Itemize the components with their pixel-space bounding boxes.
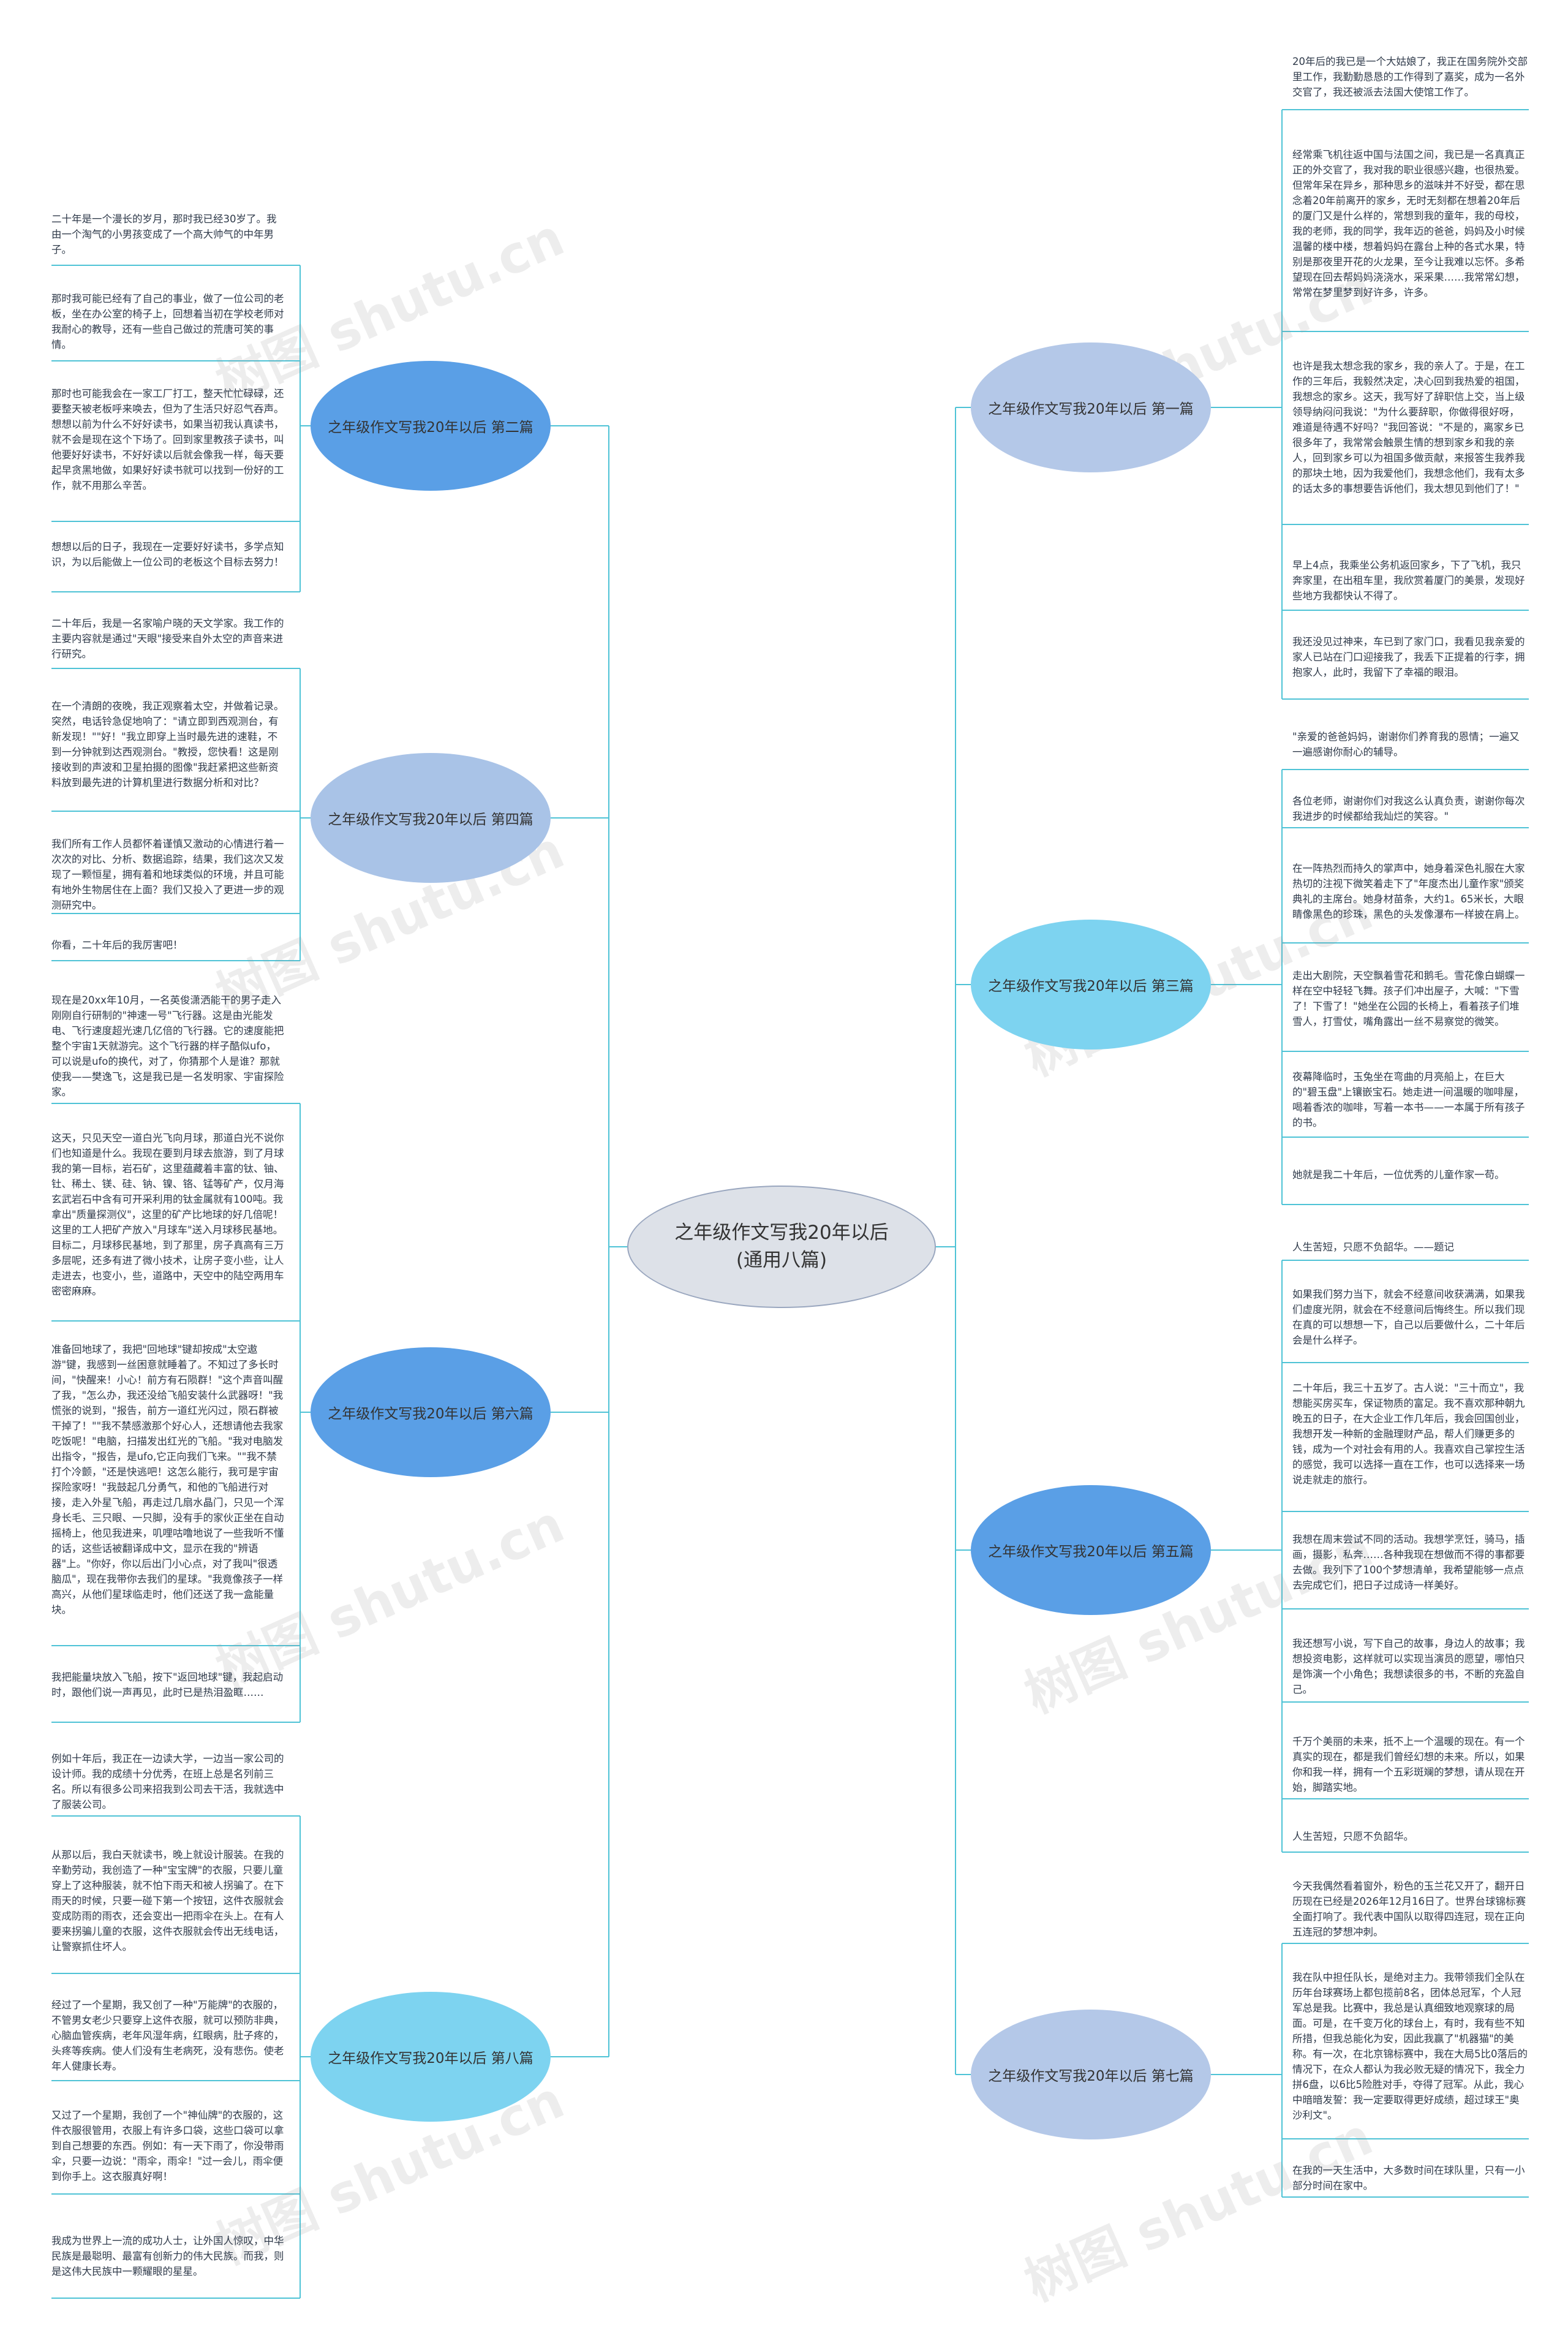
branch-topic[interactable]: 之年级作文写我20年以后 第八篇 bbox=[311, 1992, 551, 2122]
branch-topic-label: 之年级作文写我20年以后 第五篇 bbox=[988, 1544, 1194, 1560]
leaf-text: 20年后的我已是一个大姑娘了，我正在国务院外交部里工作，我勤勤恳恳的工作得到了嘉… bbox=[1292, 56, 1528, 98]
leaf-text: 经过了一个星期，我又创了一种"万能牌"的衣服的，不管男女老少只要穿上这件衣服，就… bbox=[51, 1999, 284, 2072]
leaf-text: 夜幕降临时，玉兔坐在弯曲的月亮船上，在巨大的"碧玉盘"上镶嵌宝石。她走进一间温暖… bbox=[1292, 1071, 1525, 1129]
branch-topic-label: 之年级作文写我20年以后 第七篇 bbox=[988, 2068, 1194, 2084]
leaf-text: 我还没见过神来，车已到了家门口，我看见我亲爱的家人已站在门口迎接我了，我丢下正提… bbox=[1292, 636, 1525, 678]
branch-topic[interactable]: 之年级作文写我20年以后 第二篇 bbox=[311, 361, 551, 491]
leaf-text: 各位老师，谢谢你们对我这么认真负责，谢谢你每次我进步的时候都给我灿烂的笑容。" bbox=[1292, 795, 1525, 822]
leaf-text: 我还想写小说，写下自己的故事，身边人的故事；我想投资电影，这样就可以实现当演员的… bbox=[1292, 1638, 1525, 1695]
branch-topic-label: 之年级作文写我20年以后 第六篇 bbox=[328, 1406, 533, 1422]
leaf-text: 二十年后，我三十五岁了。古人说："三十而立"，我想能买房买车，保证物质的富足。我… bbox=[1292, 1382, 1525, 1486]
leaf-text: 人生苦短，只愿不负韶华。 bbox=[1292, 1831, 1414, 1842]
branch-topic[interactable]: 之年级作文写我20年以后 第六篇 bbox=[311, 1347, 551, 1477]
branch-topic-label: 之年级作文写我20年以后 第八篇 bbox=[328, 2051, 533, 2067]
leaf-text: 走出大剧院，天空飘着雪花和鹅毛。雪花像白蝴蝶一样在空中轻轻飞舞。孩子们冲出屋子，… bbox=[1292, 970, 1525, 1027]
leaf-text: 又过了一个星期，我创了一个"神仙牌"的衣服的，这件衣服很管用，衣服上有许多口袋，… bbox=[51, 2109, 284, 2182]
leaf-text: 那时我可能已经有了自己的事业，做了一位公司的老板，坐在办公室的椅子上，回想着当初… bbox=[51, 293, 284, 350]
root-topic[interactable]: 之年级作文写我20年以后(通用八篇) bbox=[627, 1186, 936, 1308]
leaf-text: 从那以后，我白天就读书，晚上就设计服装。在我的辛勤劳动，我创造了一种"宝宝牌"的… bbox=[51, 1849, 284, 1953]
branch-topic[interactable]: 之年级作文写我20年以后 第四篇 bbox=[311, 753, 551, 883]
leaf-text: 二十年是一个漫长的岁月，那时我已经30岁了。我由一个淘气的小男孩变成了一个高大帅… bbox=[51, 213, 277, 255]
leaf-text: 人生苦短，只愿不负韶华。——题记 bbox=[1292, 1241, 1454, 1253]
leaf-text: 经常乘飞机往返中国与法国之间，我已是一名真真正正的外交官了，我对我的职业很感兴趣… bbox=[1292, 149, 1525, 298]
leaf-text: 我想在周末尝试不同的活动。我想学烹饪，骑马，插画，摄影，私奔……各种我现在想做而… bbox=[1292, 1534, 1525, 1591]
branch-topic-label: 之年级作文写我20年以后 第一篇 bbox=[988, 401, 1194, 417]
root-topic-label: 之年级作文写我20年以后(通用八篇) bbox=[674, 1222, 889, 1271]
leaf-text: 千万个美丽的未来，抵不上一个温暖的现在。有一个真实的现在，都是我们曾经幻想的未来… bbox=[1292, 1736, 1525, 1793]
leaf-text: 她就是我二十年后，一位优秀的儿童作家一苟。 bbox=[1292, 1169, 1505, 1181]
leaf-text: 今天我偶然看着窗外，粉色的玉兰花又开了，翻开日历现在已经是2026年12月16日… bbox=[1292, 1880, 1526, 1938]
leaf-text: 你看，二十年后的我厉害吧！ bbox=[51, 939, 183, 951]
branch-topic[interactable]: 之年级作文写我20年以后 第一篇 bbox=[971, 342, 1211, 472]
leaf-text: 在我的一天生活中，大多数时间在球队里，只有一小部分时间在家中。 bbox=[1292, 2165, 1525, 2192]
leaf-text: 想想以后的日子，我现在一定要好好读书，多学点知识，为以后能做上一位公司的老板这个… bbox=[51, 541, 284, 568]
leaf-text: 现在是20xx年10月，一名英俊潇洒能干的男子走入刚刚自行研制的"神速一号"飞行… bbox=[51, 994, 284, 1098]
leaf-text: 也许是我太想念我的家乡，我的亲人了。于是，在工作的三年后，我毅然决定，决心回到我… bbox=[1292, 360, 1525, 494]
branch-topic-label: 之年级作文写我20年以后 第四篇 bbox=[328, 812, 533, 828]
leaf-text: 在一个清朗的夜晚，我正观察着太空，并做着记录。突然，电话铃急促地响了："请立即到… bbox=[51, 700, 284, 789]
branch-topic-label: 之年级作文写我20年以后 第三篇 bbox=[988, 978, 1194, 994]
leaf-text: 这天，只见天空一道白光飞向月球，那道白光不说你们也知道是什么。我现在要到月球去旅… bbox=[51, 1132, 284, 1297]
leaf-text: 我把能量块放入飞船，按下"返回地球"键，我起启动时，跟他们说一声再见，此时已是热… bbox=[51, 1671, 284, 1698]
leaf-text: 那时也可能我会在一家工厂打工，整天忙忙碌碌，还要整天被老板呼来唤去，但为了生活只… bbox=[51, 388, 284, 491]
leaf-text: 如果我们努力当下，就会不经意间收获满满，如果我们虚度光阴，就会在不经意间后悔终生… bbox=[1292, 1288, 1525, 1346]
leaf-text: "亲爱的爸爸妈妈，谢谢你们养育我的恩情；一遍又一遍感谢你耐心的辅导。 bbox=[1292, 731, 1520, 758]
leaf-text: 早上4点，我乘坐公务机返回家乡，下了飞机，我只奔家里，在出租车里，我欣赏着厦门的… bbox=[1292, 559, 1525, 602]
leaf-text: 准备回地球了，我把"回地球"键却按成"太空遨游"键，我感到一丝困意就睡着了。不知… bbox=[51, 1344, 284, 1616]
leaf-text: 我成为世界上一流的成功人士，让外国人惊叹，中华民族是最聪明、最富有创新力的伟大民… bbox=[51, 2235, 284, 2277]
branch-topic[interactable]: 之年级作文写我20年以后 第五篇 bbox=[971, 1485, 1211, 1615]
leaf-text: 例如十年后，我正在一边读大学，一边当一家公司的设计师。我的成绩十分优秀，在班上总… bbox=[51, 1753, 284, 1810]
branch-topic-label: 之年级作文写我20年以后 第二篇 bbox=[328, 420, 533, 436]
leaf-text: 二十年后，我是一名家喻户晓的天文学家。我工作的主要内容就是通过"天眼"接受来自外… bbox=[51, 618, 284, 660]
branch-topic[interactable]: 之年级作文写我20年以后 第三篇 bbox=[971, 920, 1211, 1050]
leaf-text: 在一阵热烈而持久的掌声中，她身着深色礼服在大家热切的注视下微笑着走下了"年度杰出… bbox=[1292, 863, 1525, 920]
leaf-text: 我在队中担任队长，是绝对主力。我带领我们全队在历年台球赛场上都包揽前8名，团体总… bbox=[1292, 1972, 1528, 2121]
leaf-text: 我们所有工作人员都怀着谨慎又激动的心情进行着一次次的对比、分析、数据追踪，结果，… bbox=[51, 838, 284, 910]
branch-topic[interactable]: 之年级作文写我20年以后 第七篇 bbox=[971, 2010, 1211, 2139]
